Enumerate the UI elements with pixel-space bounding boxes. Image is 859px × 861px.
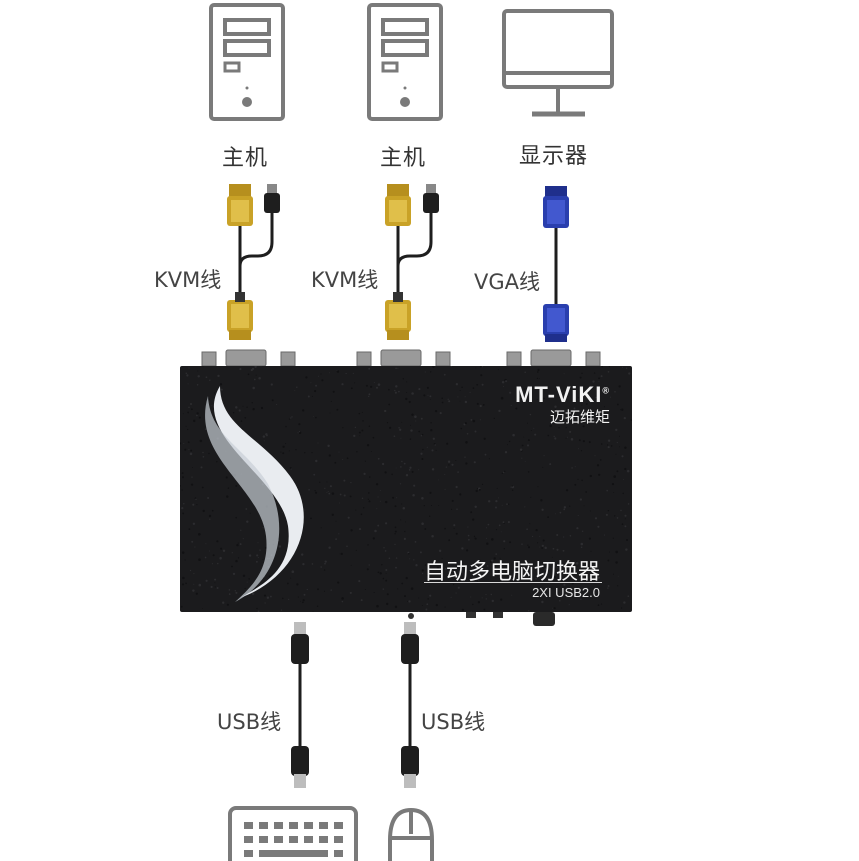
kvm-cable-1-label: KVM线 [154, 268, 222, 292]
kvm-cable-2 [385, 184, 439, 340]
host-2-label: 主机 [380, 146, 427, 171]
switch-bottom-ports [408, 612, 555, 626]
usb-cable-2-label: USB线 [421, 710, 486, 734]
host-computer-icon-2 [367, 3, 443, 121]
usb-cable-1 [291, 622, 309, 788]
kvm-cable-2-label: KVM线 [311, 268, 379, 292]
title-divider [424, 582, 602, 583]
switch-swoosh-graphic [205, 386, 304, 602]
switch-top-ports [201, 349, 601, 367]
usb-cable-2 [401, 622, 419, 788]
brand-logo: MT-ViKI® 迈拓维矩 [515, 382, 610, 427]
brand-name: MT-ViKI [515, 382, 603, 407]
monitor-label: 显示器 [519, 144, 589, 169]
switch-texture [180, 366, 632, 612]
brand-chinese-name: 迈拓维矩 [549, 408, 610, 426]
product-title: 自动多电脑切换器 [423, 560, 600, 585]
host-computer-icon-1 [209, 3, 285, 121]
vga-cable-label: VGA线 [474, 270, 541, 294]
usb-cable-1-label: USB线 [217, 710, 282, 734]
product-subtitle: 2XI USB2.0 [532, 585, 600, 600]
mouse-icon [388, 807, 434, 861]
kvm-cable-1 [227, 184, 280, 340]
kvm-switch-box: MT-ViKI® 迈拓维矩 自动多电脑切换器 2XI USB2.0 [180, 366, 632, 612]
registered-mark: ® [602, 385, 610, 396]
keyboard-icon [228, 806, 358, 861]
monitor-icon [502, 9, 614, 117]
vga-cable [543, 186, 569, 342]
host-1-label: 主机 [222, 146, 269, 171]
